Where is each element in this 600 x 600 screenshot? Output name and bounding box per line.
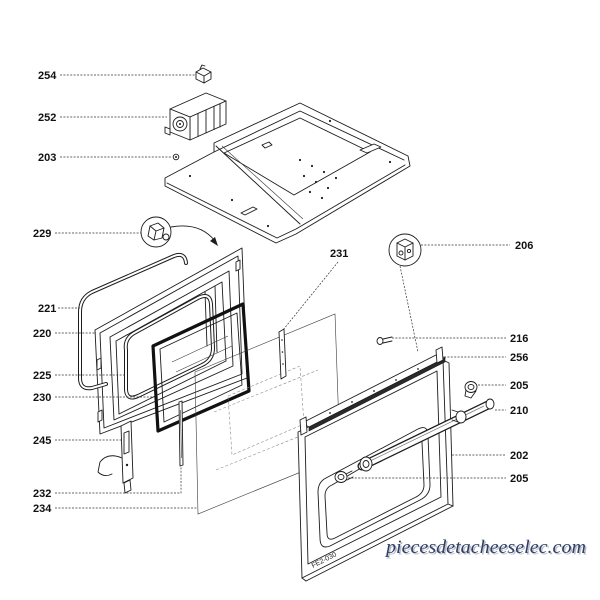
screw — [376, 336, 393, 345]
callout-203: 203 — [38, 152, 56, 164]
glass-frame-panel — [151, 302, 251, 433]
side-strip — [278, 328, 287, 380]
callout-210: 210 — [510, 405, 528, 417]
leader-232 — [55, 467, 182, 494]
inner-seal-loop — [123, 294, 215, 400]
watermark: piecesdetacheeselec.com piecesdetacheese… — [384, 537, 588, 560]
door-hinge — [97, 420, 134, 494]
callout-232: 232 — [33, 488, 51, 500]
leader-lines — [55, 74, 510, 509]
callout-234: 234 — [33, 503, 52, 515]
watermark-text: piecesdetacheeselec.com — [384, 537, 586, 558]
nut — [172, 153, 180, 161]
callout-229: 229 — [33, 228, 51, 240]
door-top-rail — [299, 346, 446, 436]
plate-holes — [188, 119, 392, 228]
callout-231: 231 — [330, 248, 348, 260]
callout-220: 220 — [33, 328, 51, 340]
leader-231 — [282, 261, 339, 331]
glass-spacer-strip — [178, 400, 184, 467]
callout-202: 202 — [510, 450, 528, 462]
hinge-clip-detail — [140, 216, 172, 248]
callout-205-top: 205 — [510, 380, 528, 392]
clip — [195, 64, 212, 84]
callout-labels: 254 252 203 229 221 220 225 230 245 232 … — [33, 70, 533, 515]
detail-arrow — [170, 225, 218, 246]
detail-206-link — [399, 265, 419, 353]
callout-254: 254 — [38, 70, 57, 82]
hinge-bracket-detail — [388, 233, 422, 267]
callout-252: 252 — [38, 112, 56, 124]
callout-221: 221 — [38, 303, 56, 315]
seal-wire — [78, 252, 188, 391]
callout-206: 206 — [515, 240, 533, 252]
handle-mount-top — [464, 381, 478, 399]
inner-door-frame — [94, 247, 248, 435]
watermark-shadow: piecesdetacheeselec.com — [385, 539, 587, 560]
door-handle — [357, 398, 495, 472]
callout-205-bottom: 205 — [510, 473, 528, 485]
top-cover-plate — [164, 102, 411, 244]
callout-245: 245 — [33, 435, 51, 447]
callout-216: 216 — [510, 333, 528, 345]
callout-256: 256 — [510, 352, 528, 364]
fan-motor — [164, 92, 227, 141]
handle-mount-bottom — [334, 470, 354, 483]
callout-230: 230 — [33, 392, 51, 404]
callout-225: 225 — [33, 370, 51, 382]
